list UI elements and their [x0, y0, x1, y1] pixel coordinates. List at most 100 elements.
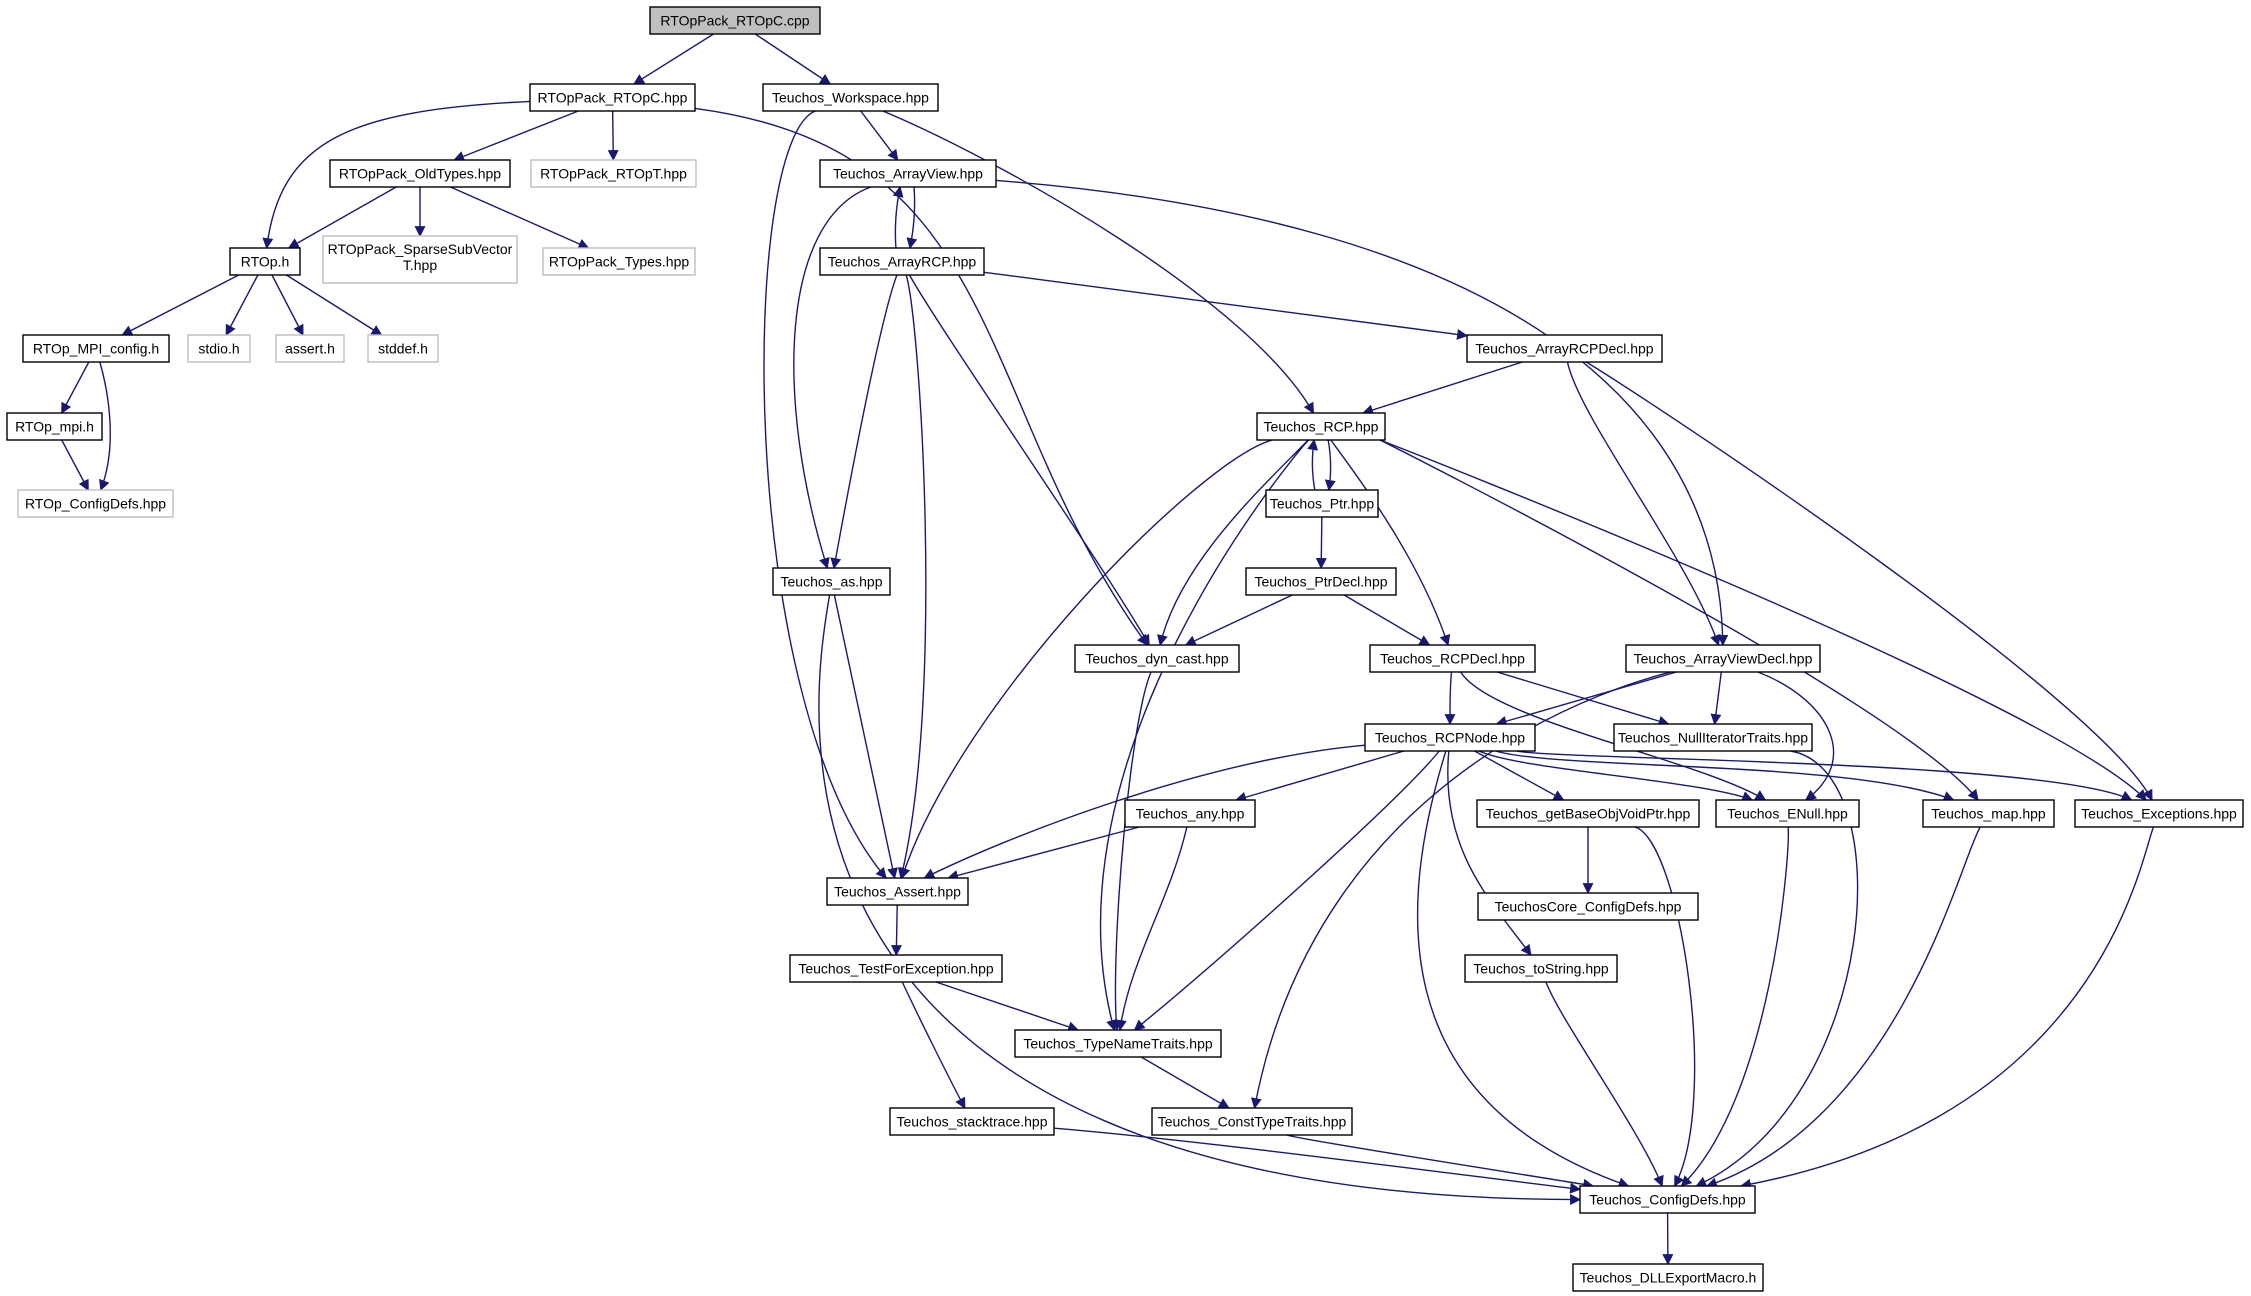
node-box — [1476, 799, 1700, 828]
edge-rcp-to-typename — [1100, 439, 1310, 1032]
node-testforexc[interactable]: Teuchos_TestForException.hpp — [789, 954, 1003, 983]
node-oldtypes[interactable]: RTOpPack_OldTypes.hpp — [329, 159, 511, 188]
node-exceptions[interactable]: Teuchos_Exceptions.hpp — [2074, 799, 2244, 828]
edge-dyncast-to-typename — [1110, 671, 1152, 1032]
edge-arrayrcpdecl-to-rcp — [1362, 361, 1523, 416]
node-arrayview[interactable]: Teuchos_ArrayView.hpp — [819, 159, 997, 188]
node-rcpdecl[interactable]: Teuchos_RCPDecl.hpp — [1369, 644, 1536, 673]
node-root[interactable]: RTOpPack_RTOpC.cpp — [649, 6, 821, 35]
node-rtopc_hpp[interactable]: RTOpPack_RTOpC.hpp — [529, 83, 696, 112]
node-label: RTOpPack_SparseSubVector — [328, 241, 513, 257]
node-box — [1625, 644, 1821, 673]
node-arrayviewdecl[interactable]: Teuchos_ArrayViewDecl.hpp — [1625, 644, 1821, 673]
node-configdefs[interactable]: Teuchos_ConfigDefs.hpp — [1579, 1185, 1756, 1214]
node-box — [187, 334, 251, 363]
node-label: Teuchos_Ptr.hpp — [1270, 496, 1375, 512]
node-rtop_h[interactable]: RTOp.h — [229, 247, 301, 276]
edge-testforexc-to-stacktrace — [901, 981, 966, 1109]
node-ptr[interactable]: Teuchos_Ptr.hpp — [1265, 489, 1379, 518]
node-workspace[interactable]: Teuchos_Workspace.hpp — [762, 83, 939, 112]
edge-workspace-to-rcp — [882, 110, 1315, 414]
node-box — [1715, 799, 1860, 828]
node-label: Teuchos_as.hpp — [781, 574, 883, 590]
node-box — [819, 159, 997, 188]
node-label: Teuchos_dyn_cast.hpp — [1085, 651, 1228, 667]
node-box — [1256, 412, 1386, 441]
node-label: Teuchos_stacktrace.hpp — [897, 1114, 1048, 1130]
edge-rtopc_hpp-to-rtop_h — [262, 100, 531, 250]
edge-arrayrcp-to-dyncast — [908, 274, 1150, 646]
node-stddef: stddef.h — [367, 334, 439, 363]
edge-tostring-to-configdefs — [1545, 981, 1664, 1188]
node-label: Teuchos_ENull.hpp — [1727, 806, 1848, 822]
edge-oldtypes-to-types — [450, 186, 590, 250]
node-label: Teuchos_ArrayViewDecl.hpp — [1634, 651, 1813, 667]
node-box — [529, 83, 696, 112]
edge-assert_hpp-to-testforexc — [890, 904, 902, 957]
node-dll[interactable]: Teuchos_DLLExportMacro.h — [1572, 1263, 1764, 1292]
edge-rcpnode-to-assert_hpp — [923, 744, 1366, 879]
edge-testforexc-to-typename — [935, 981, 1080, 1033]
edge-rcp-to-dyncast — [1157, 439, 1309, 647]
node-box — [6, 412, 103, 441]
node-typename[interactable]: Teuchos_TypeNameTraits.hpp — [1014, 1029, 1222, 1058]
node-rcp[interactable]: Teuchos_RCP.hpp — [1256, 412, 1386, 441]
edge-ptrdecl-to-rcpdecl — [1343, 594, 1431, 646]
node-assert_hpp[interactable]: Teuchos_Assert.hpp — [826, 877, 969, 906]
edge-consttype-to-configdefs — [1286, 1134, 1595, 1190]
node-as[interactable]: Teuchos_as.hpp — [772, 567, 891, 596]
edge-rtopc_hpp-to-rtopt — [607, 110, 619, 162]
node-map[interactable]: Teuchos_map.hpp — [1922, 799, 2055, 828]
node-label: RTOp.h — [241, 254, 290, 270]
node-label: Teuchos_TypeNameTraits.hpp — [1023, 1036, 1213, 1052]
edge-rcpnode-to-getbase — [1474, 750, 1565, 801]
node-label: T.hpp — [403, 257, 437, 273]
node-getbase[interactable]: Teuchos_getBaseObjVoidPtr.hpp — [1476, 799, 1700, 828]
node-label: TeuchosCore_ConfigDefs.hpp — [1495, 899, 1682, 915]
node-tostring[interactable]: Teuchos_toString.hpp — [1464, 954, 1618, 983]
edge-arrayrcp-to-assert_hpp — [897, 274, 927, 880]
edge-rcpnode-to-map — [1495, 750, 1955, 802]
edge-as-to-assert_hpp — [833, 594, 898, 880]
node-box — [367, 334, 439, 363]
node-rcpnode[interactable]: Teuchos_RCPNode.hpp — [1364, 723, 1536, 752]
node-label: stddef.h — [378, 341, 428, 357]
node-any[interactable]: Teuchos_any.hpp — [1124, 799, 1256, 828]
edge-root-to-workspace — [754, 33, 832, 85]
edge-workspace-to-arrayview — [860, 110, 899, 161]
edge-arrayviewdecl-to-enull — [1757, 671, 1835, 801]
node-arrayrcpdecl[interactable]: Teuchos_ArrayRCPDecl.hpp — [1466, 334, 1663, 363]
node-mpiconfig[interactable]: RTOp_MPI_config.h — [22, 334, 170, 363]
edge-arrayviewdecl-to-consttype — [1250, 671, 1672, 1110]
node-dyncast[interactable]: Teuchos_dyn_cast.hpp — [1074, 644, 1240, 673]
node-box — [1124, 799, 1256, 828]
node-box — [1579, 1185, 1756, 1214]
node-types: RTOpPack_Types.hpp — [542, 247, 696, 276]
edge-arrayviewdecl-to-rcpnode — [1495, 671, 1677, 727]
edge-exceptions-to-configdefs — [1739, 826, 2155, 1190]
edge-arrayrcp-to-arrayview — [892, 185, 904, 249]
node-enull[interactable]: Teuchos_ENull.hpp — [1715, 799, 1860, 828]
edge-any-to-typename — [1115, 826, 1188, 1032]
node-label: RTOpPack_RTOpC.cpp — [660, 13, 809, 29]
node-label: Teuchos_RCPDecl.hpp — [1380, 651, 1525, 667]
edge-ptr-to-rcp — [1307, 438, 1319, 491]
node-consttype[interactable]: Teuchos_ConstTypeTraits.hpp — [1151, 1107, 1353, 1136]
edge-arrayrcp-to-arrayrcpdecl — [983, 271, 1469, 340]
edge-mpiconfig-to-mpi_h — [61, 361, 90, 414]
edge-rcp-to-map — [1379, 439, 1979, 801]
node-coreconfig[interactable]: TeuchosCore_ConfigDefs.hpp — [1477, 892, 1699, 921]
node-configdefs_rtop: RTOp_ConfigDefs.hpp — [17, 489, 174, 518]
edge-rcpnode-to-tostring — [1447, 750, 1532, 956]
node-box — [1265, 489, 1379, 518]
node-box — [329, 159, 511, 188]
node-arrayrcp[interactable]: Teuchos_ArrayRCP.hpp — [819, 247, 985, 276]
edge-rcp-to-assert_hpp — [899, 439, 1273, 880]
node-box — [275, 334, 345, 363]
node-mpi_h[interactable]: RTOp_mpi.h — [6, 412, 103, 441]
node-stacktrace[interactable]: Teuchos_stacktrace.hpp — [889, 1107, 1055, 1136]
node-label: Teuchos_map.hpp — [1931, 806, 2046, 822]
node-ptrdecl[interactable]: Teuchos_PtrDecl.hpp — [1245, 567, 1397, 596]
node-nulliter[interactable]: Teuchos_NullIteratorTraits.hpp — [1613, 723, 1813, 752]
